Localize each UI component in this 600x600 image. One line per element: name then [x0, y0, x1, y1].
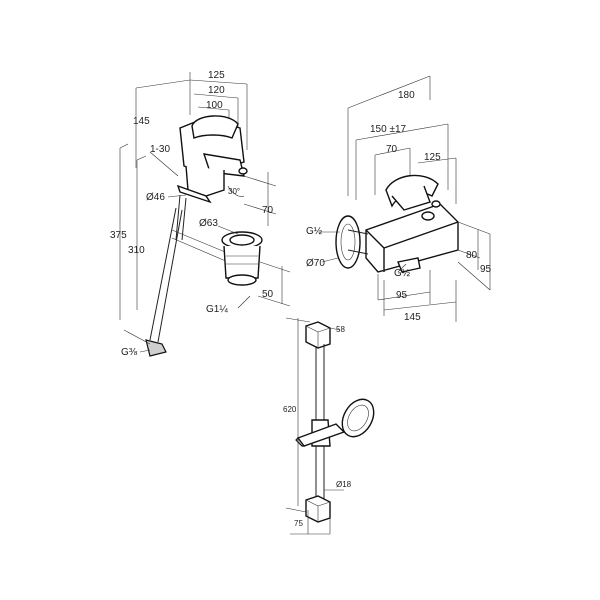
dim-thread-g1-1-4: G1¼	[206, 303, 228, 315]
dim-thread-g3-8: G⅜	[121, 347, 138, 358]
dim-70: 70	[386, 144, 398, 155]
dim-thread-g1-2-bottom: G½	[394, 268, 411, 279]
dim-50: 50	[262, 289, 274, 300]
dim-diameter-70: Ø70	[306, 258, 325, 269]
dim-620: 620	[283, 405, 297, 414]
dim-375: 375	[110, 230, 127, 241]
dim-1-30: 1-30	[150, 144, 170, 155]
dim-diameter-46: Ø46	[146, 192, 165, 203]
dim-310: 310	[128, 245, 145, 256]
shower-rail: 58 620 Ø18 75	[283, 317, 375, 535]
dim-145: 145	[133, 116, 150, 127]
dim-150-tolerance: 150 ±17	[370, 124, 407, 135]
dim-125: 125	[208, 70, 225, 81]
dim-thread-g1-2-left: G½	[306, 226, 323, 237]
dim-180: 180	[398, 90, 415, 101]
dim-95-right: 95	[480, 264, 492, 275]
basin-mixer: 125 120 100 145 1-30 30° 70 Ø46 375 310 …	[110, 70, 291, 358]
dim-75: 75	[294, 519, 303, 528]
dim-30-degree: 30°	[228, 187, 240, 196]
dim-80: 80	[466, 250, 478, 261]
dim-70: 70	[262, 205, 274, 216]
dim-145: 145	[404, 312, 421, 323]
dim-95-bottom: 95	[396, 290, 408, 301]
dim-100: 100	[206, 100, 223, 111]
dim-diameter-18: Ø18	[336, 480, 352, 489]
dim-diameter-63: Ø63	[199, 218, 218, 229]
dim-58: 58	[336, 325, 345, 334]
bath-mixer: 180 150 ±17 70 125 G½ Ø70 G½ 80 95 95 14…	[306, 75, 492, 323]
dim-120: 120	[208, 85, 225, 96]
dim-125: 125	[424, 152, 441, 163]
